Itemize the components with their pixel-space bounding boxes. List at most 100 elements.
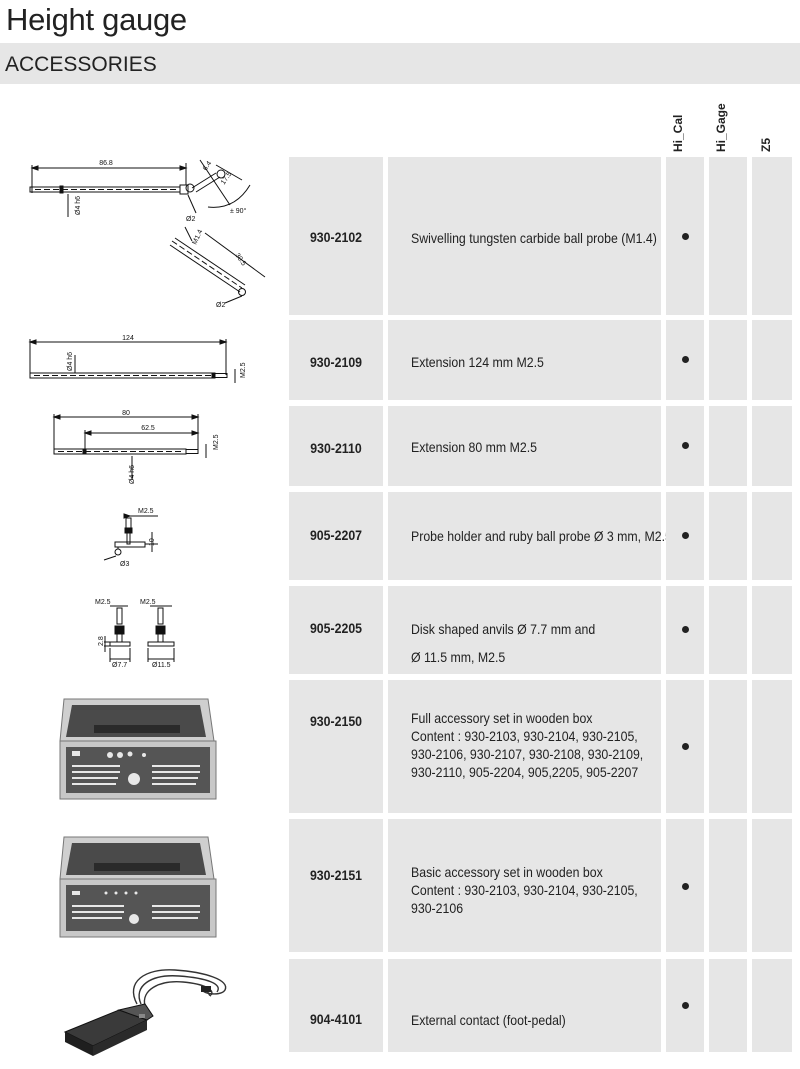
compat-dot-icon (681, 743, 689, 750)
description-cell: Extension 124 mm M2.5 (388, 320, 661, 400)
table-row: 930-2151 Basic accessory set in wooden b… (0, 819, 800, 952)
dim-label: Ø3 (120, 561, 129, 568)
table-row: 930-2102 Swivelling tungsten carbide bal… (0, 157, 800, 315)
dim-label: M2.5 (240, 362, 247, 378)
compat-cell-z5 (752, 406, 792, 486)
product-code-cell: 930-2109 (289, 320, 383, 400)
compat-cell-hi-cal (666, 320, 704, 400)
dim-label: M2.5 (140, 599, 156, 606)
swivel-probe-drawing: 86.8 Ø4 h6 Ø2 ± 90° 6.4 17.5 M1.4 30.5 Ø… (29, 159, 266, 309)
description-line: Full accessory set in wooden box (411, 710, 593, 726)
column-header-z5: Z5 (759, 137, 773, 152)
probe-holder-drawing: M2.5 10 Ø3 (103, 508, 158, 568)
compat-cell-hi-cal (666, 959, 704, 1052)
section-header-band (0, 43, 800, 84)
product-code: 905-2207 (309, 527, 363, 543)
product-code: 930-2150 (309, 713, 363, 729)
description-cell: Probe holder and ruby ball probe Ø 3 mm,… (388, 492, 672, 580)
description-cell: Basic accessory set in wooden box Conten… (388, 819, 661, 952)
product-code-cell: 904-4101 (289, 959, 383, 1052)
description-line: Swivelling tungsten carbide ball probe (… (411, 230, 657, 246)
compat-dot-icon (681, 626, 689, 633)
dim-label: 62.5 (141, 425, 155, 432)
compat-dot-icon (681, 356, 689, 363)
dim-label: ± 90° (230, 207, 247, 215)
dim-label: Ø7.7 (112, 662, 127, 669)
compat-dot-icon (681, 532, 689, 539)
compat-cell-z5 (752, 492, 792, 580)
dim-label: Ø4 h6 (129, 465, 136, 484)
dim-label: 10 (149, 538, 156, 546)
description-line: External contact (foot-pedal) (411, 1012, 566, 1028)
dim-label: 17.5 (220, 171, 234, 186)
compat-dot-icon (681, 883, 689, 890)
foot-pedal-image (63, 969, 227, 1056)
compat-cell-hi-gage (709, 492, 747, 580)
compat-cell-hi-gage (709, 680, 747, 813)
compat-cell-z5 (752, 586, 792, 674)
compat-dot-icon (681, 442, 689, 449)
description-cell: Full accessory set in wooden box Content… (388, 680, 661, 813)
compat-cell-hi-cal (666, 157, 704, 315)
dim-label: Ø4 h6 (75, 196, 82, 215)
dim-label: Ø2 (186, 216, 195, 223)
description-line: Extension 80 mm M2.5 (411, 439, 537, 455)
disk-anvils-drawing: M2.5 M2.5 2.8 Ø7.7 Ø11.5 (95, 599, 175, 669)
product-code-cell: 930-2151 (289, 819, 383, 952)
compat-cell-hi-gage (709, 586, 747, 674)
dim-label: 124 (122, 335, 134, 342)
description-line: 930-2106, 930-2107, 930-2108, 930-2109, (411, 746, 644, 762)
compat-cell-z5 (752, 157, 792, 315)
description-line: Ø 11.5 mm, M2.5 (411, 649, 506, 665)
compat-cell-hi-cal (666, 406, 704, 486)
compat-cell-hi-cal (666, 492, 704, 580)
product-code: 904-4101 (309, 1011, 363, 1027)
compat-cell-hi-gage (709, 157, 747, 315)
dim-label: 30.5 (233, 252, 247, 267)
compat-cell-z5 (752, 959, 792, 1052)
compat-dot-icon (681, 233, 689, 240)
description-line: Content : 930-2103, 930-2104, 930-2105, (411, 882, 638, 898)
column-header-hi-gage: Hi_Gage (714, 103, 728, 152)
product-code-cell: 930-2110 (289, 406, 383, 486)
table-row: 930-2150 Full accessory set in wooden bo… (0, 680, 800, 813)
product-code-cell: 905-2205 (289, 586, 383, 674)
dim-label: Ø4 h6 (67, 352, 74, 371)
column-header-hi-cal: Hi_Cal (671, 114, 685, 152)
dim-label: M2.5 (213, 434, 220, 450)
table-row: 905-2205 Disk shaped anvils Ø 7.7 mm and… (0, 586, 800, 674)
basic-accessory-set-image (59, 836, 217, 938)
description-cell: Disk shaped anvils Ø 7.7 mm and Ø 11.5 mm… (388, 586, 661, 674)
product-code-cell: 930-2102 (289, 157, 383, 315)
full-accessory-set-image (59, 698, 217, 800)
product-code: 930-2102 (309, 229, 363, 245)
dim-label: M2.5 (138, 508, 154, 515)
compat-cell-z5 (752, 819, 792, 952)
description-line: Disk shaped anvils Ø 7.7 mm and (411, 621, 596, 637)
product-code: 930-2151 (309, 867, 363, 883)
description-cell: Extension 80 mm M2.5 (388, 406, 661, 486)
page-title: Height gauge (6, 2, 187, 37)
extension-80-drawing: 80 62.5 Ø4 h6 M2.5 (52, 410, 220, 484)
description-line: Content : 930-2103, 930-2104, 930-2105, (411, 728, 638, 744)
description-line: 930-2106 (411, 900, 464, 916)
description-line: Probe holder and ruby ball probe Ø 3 mm,… (411, 528, 672, 544)
table-row: 930-2110 Extension 80 mm M2.5 (0, 406, 800, 486)
compat-cell-hi-cal (666, 680, 704, 813)
description-line: Basic accessory set in wooden box (411, 864, 603, 880)
compat-cell-hi-gage (709, 320, 747, 400)
compat-dot-icon (681, 1002, 689, 1009)
compat-cell-hi-gage (709, 959, 747, 1052)
compat-cell-hi-gage (709, 819, 747, 952)
dim-label: 6.4 (202, 160, 213, 172)
table-row: 905-2207 Probe holder and ruby ball prob… (0, 492, 800, 580)
product-code-cell: 905-2207 (289, 492, 383, 580)
dim-label: M2.5 (95, 599, 111, 606)
compat-cell-z5 (752, 320, 792, 400)
table-row: 904-4101 External contact (foot-pedal) (0, 959, 800, 1052)
table-row: 930-2109 Extension 124 mm M2.5 (0, 320, 800, 400)
product-code: 930-2110 (310, 440, 362, 456)
product-code: 930-2109 (309, 354, 363, 370)
description-line: Extension 124 mm M2.5 (411, 354, 544, 370)
compat-cell-hi-cal (666, 586, 704, 674)
